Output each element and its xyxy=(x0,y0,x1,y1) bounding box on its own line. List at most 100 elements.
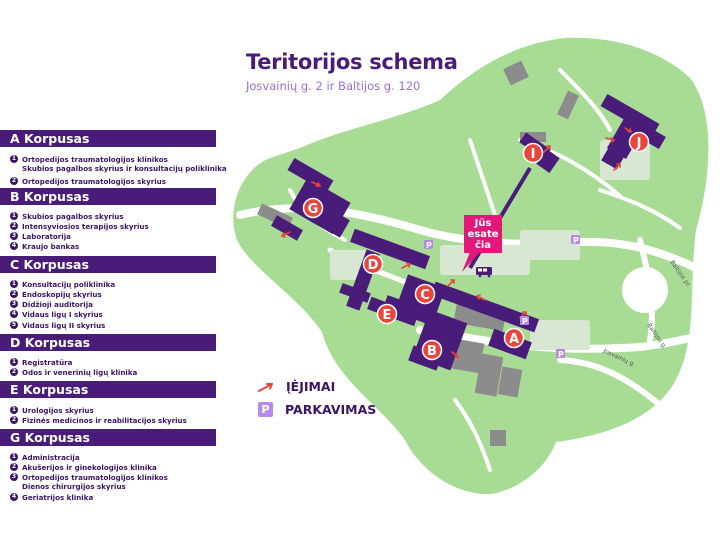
building-marker-d: D xyxy=(362,253,384,275)
legend-item-number: 2 xyxy=(10,368,18,376)
map-legend-parking: P PARKAVIMAS xyxy=(258,402,376,417)
svg-text:G: G xyxy=(308,202,319,217)
legend-item-number: 2 xyxy=(10,222,18,230)
legend-item-number: 4 xyxy=(10,310,18,318)
svg-text:P: P xyxy=(558,350,564,359)
corpus-header: C Korpusas xyxy=(0,256,216,273)
legend-item-line: Vidaus ligų I skyrius xyxy=(22,310,103,319)
map-legend-entries-label: ĮĖJIMAI xyxy=(286,379,336,394)
legend-item-text: Akušerijos ir ginekologijos klinika xyxy=(22,463,157,472)
legend-item-line: Kraujo bankas xyxy=(22,242,80,251)
legend-item: 2 Intensyviosios terapijos skyrius xyxy=(10,222,149,231)
svg-text:B: B xyxy=(427,344,437,359)
entry-arrow-icon xyxy=(311,181,321,187)
legend-item-line: Urologijos skyrius xyxy=(22,406,94,415)
legend-item-text: Urologijos skyrius xyxy=(22,406,94,415)
entry-arrow-icon xyxy=(451,351,459,358)
legend-item-line: Dienos chirurgijos skyrius xyxy=(22,482,126,491)
page-subtitle: Josvainių g. 2 ir Baltijos g. 120 xyxy=(246,79,421,93)
legend-item-line: Skubios pagalbos skyrius xyxy=(22,212,124,221)
corpus-header: E Korpusas xyxy=(0,381,216,398)
building-marker-j: J xyxy=(628,131,650,153)
svg-text:D: D xyxy=(368,258,379,273)
legend-item-number: 2 xyxy=(10,177,18,185)
entry-arrow-icon xyxy=(447,279,455,287)
legend-item-text: Endoskopijų skyrius xyxy=(22,290,102,299)
map-legend-parking-label: PARKAVIMAS xyxy=(285,402,377,417)
you-are-here-pointer xyxy=(462,252,480,272)
entry-arrow-icon xyxy=(624,127,632,133)
roundabout xyxy=(622,267,668,313)
entry-arrow-icon xyxy=(401,262,411,269)
legend-item: 4 Kraujo bankas xyxy=(10,242,79,251)
legend-item-number: 2 xyxy=(10,416,18,424)
legend-item-line: Registratūra xyxy=(22,358,73,367)
entry-arrow-icon xyxy=(258,382,273,392)
parking-icon: P xyxy=(556,349,565,359)
legend-item-number: 1 xyxy=(10,358,18,366)
legend-item-number: 1 xyxy=(10,212,18,220)
legend-item-number: 1 xyxy=(10,406,18,414)
legend-item: 4 Geriatrijos klinika xyxy=(10,493,93,502)
legend-item-text: Laboratorija xyxy=(22,232,71,241)
legend-item-number: 3 xyxy=(10,300,18,308)
legend-item-number: 4 xyxy=(10,242,18,250)
legend-item-text: Administracija xyxy=(22,453,80,462)
legend-item-number: 1 xyxy=(10,280,18,288)
legend-item-text: Ortopedijos traumatologijos skyrius xyxy=(22,177,166,186)
building-markers: A B C D E G I J xyxy=(302,131,650,361)
legend-item-text: Skubios pagalbos skyrius xyxy=(22,212,124,221)
legend-item-line: Konsultacijų poliklinika xyxy=(22,280,116,289)
legend-item-text: Fizinės medicinos ir reabilitacijos skyr… xyxy=(22,416,187,425)
entry-arrow-icon xyxy=(613,163,621,171)
you-are-here-line: Jūs xyxy=(474,218,492,229)
legend-item-text: Geriatrijos klinika xyxy=(22,493,93,502)
building-marker-e: E xyxy=(376,303,398,325)
corpus-header: D Korpusas xyxy=(0,334,216,351)
legend-item-line: Ortopedijos traumatologijos klinikos xyxy=(22,155,168,164)
legend-item-text: Konsultacijų poliklinika xyxy=(22,280,115,289)
svg-text:A: A xyxy=(509,332,519,347)
entry-arrows xyxy=(281,127,632,358)
legend-item: 4 Vidaus ligų I skyrius xyxy=(10,310,103,319)
building-marker-g: G xyxy=(302,197,324,219)
svg-text:C: C xyxy=(420,288,430,303)
parking-icon: P xyxy=(258,402,273,417)
legend-item-line: Fizinės medicinos ir reabilitacijos skyr… xyxy=(22,416,187,425)
legend-item: 3 Didžioji auditorija xyxy=(10,300,93,309)
legend-item-line: Ortopedijos traumatologijos klinikos xyxy=(22,473,168,482)
legend-item-line: Akušerijos ir ginekologijos klinika xyxy=(22,463,157,472)
entry-arrow-icon xyxy=(476,294,486,301)
corpus-header: B Korpusas xyxy=(0,188,216,205)
building-marker-c: C xyxy=(414,283,436,305)
legend-item-number: 2 xyxy=(10,463,18,471)
parking-icon: P xyxy=(571,235,580,245)
legend-item-text: Kraujo bankas xyxy=(22,242,79,251)
legend-item-line: Didžioji auditorija xyxy=(22,300,93,309)
legend-item-line: Administracija xyxy=(22,453,80,462)
legend-item-line: Geriatrijos klinika xyxy=(22,493,94,502)
svg-text:P: P xyxy=(522,317,528,326)
legend-item-number: 4 xyxy=(10,493,18,501)
legend-item-line: Intensyviosios terapijos skyrius xyxy=(22,222,149,231)
legend-item: 1 Registratūra xyxy=(10,358,72,367)
svg-text:J: J xyxy=(636,136,642,151)
corpus-header: A Korpusas xyxy=(0,130,216,147)
legend-item-text: Registratūra xyxy=(22,358,72,367)
legend-item-number: 3 xyxy=(10,473,18,481)
legend-item: 1 Skubios pagalbos skyrius xyxy=(10,212,124,221)
entry-arrow-icon xyxy=(543,145,551,153)
legend-item-text: Intensyviosios terapijos skyrius xyxy=(22,222,149,231)
building-marker-a: A xyxy=(503,327,525,349)
parking-markers: P P P P xyxy=(424,235,580,359)
svg-text:I: I xyxy=(531,147,536,162)
building-marker-i: I xyxy=(522,142,544,164)
legend-item-text: Vidaus ligų II skyrius xyxy=(22,321,105,330)
